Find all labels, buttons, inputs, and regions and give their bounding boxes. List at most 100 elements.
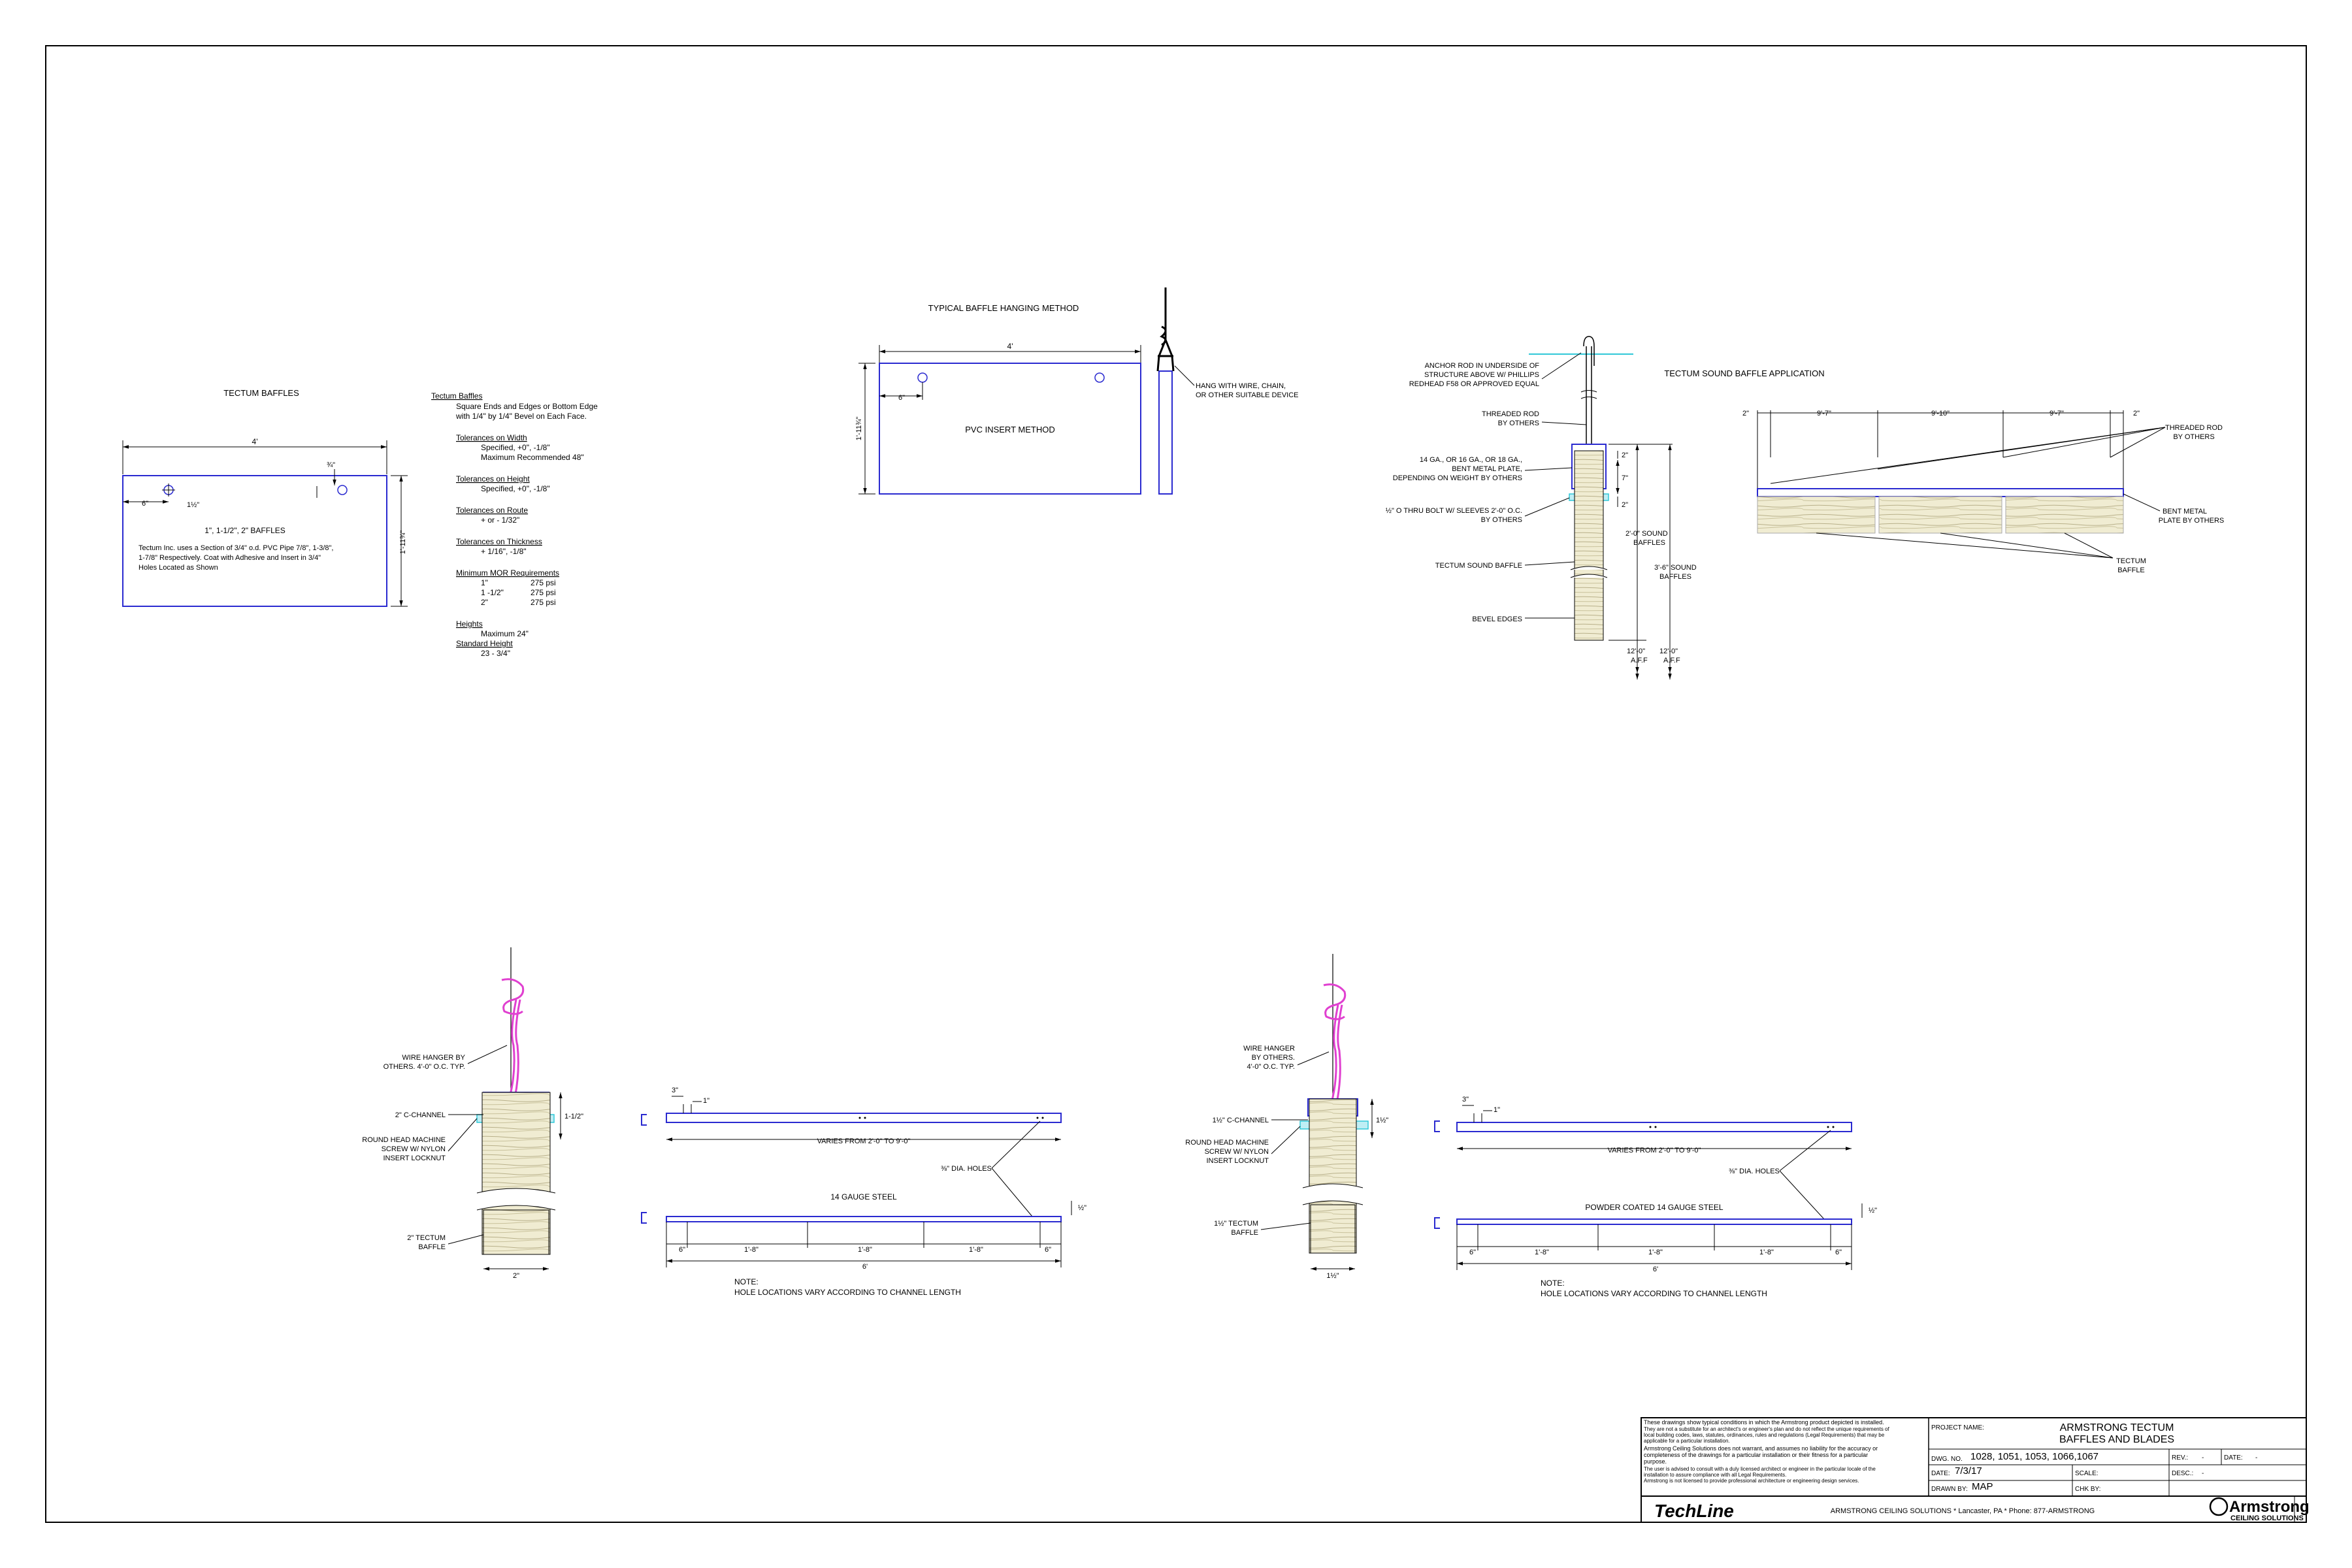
small-right-dim: 1" [703, 1097, 710, 1105]
armstrong-logo-mark [2209, 1497, 2229, 1516]
small-dim-3: 2" [1622, 501, 1628, 509]
right-label-rod-1: THREADED ROD [2165, 424, 2223, 432]
mor-row-1-size: 1" [481, 578, 488, 587]
disclaimer-9: installation to assure compliance with a… [1644, 1472, 1786, 1478]
c-channel-label: 2" C-CHANNEL [395, 1111, 446, 1119]
disclaimer-6: completeness of the drawings for a parti… [1644, 1452, 1868, 1458]
disclaimer-3: local building codes, laws, statutes, or… [1644, 1432, 1885, 1438]
project-name-label: PROJECT NAME: [1931, 1424, 1984, 1431]
spec-thickness-line-1: + 1/16", -1/8" [481, 547, 527, 556]
date-value: 7/3/17 [1955, 1465, 1982, 1477]
disclaimer-10: Armstrong is not licensed to provide pro… [1644, 1478, 1859, 1484]
rod-label-1: THREADED ROD [1482, 410, 1539, 418]
specs-heading: Tectum Baffles [431, 391, 482, 400]
wire-hanger-label-2: OTHERS. 4'-0" O.C. TYP. [384, 1063, 465, 1071]
hanging-title: TYPICAL BAFFLE HANGING METHOD [928, 303, 1079, 313]
disclaimer-5: Armstrong Ceiling Solutions does not war… [1644, 1445, 1878, 1452]
spec-height-heading: Tolerances on Height [456, 474, 530, 483]
channel-plan-2 [1456, 1218, 1852, 1225]
baffle-note-2: 1-7/8" Respectively. Coat with Adhesive … [139, 554, 321, 562]
sound-baffle [1574, 450, 1604, 641]
anchor-label-1: ANCHOR ROD IN UNDERSIDE OF [1425, 362, 1540, 370]
wire-hanger-2 [1323, 983, 1347, 1104]
total-dim: 6' [862, 1263, 868, 1271]
application-title: TECTUM SOUND BAFFLE APPLICATION [1664, 368, 1824, 378]
wire-hanger [501, 978, 525, 1099]
tectum-2in-label-1: 2" TECTUM [407, 1234, 446, 1242]
armstrong-logo: Armstrong [2229, 1498, 2310, 1516]
wire-hanger2-label-1: WIRE HANGER [1243, 1045, 1295, 1053]
hole-marker-right [337, 485, 348, 495]
anchor-label-2: STRUCTURE ABOVE W/ PHILLIPS [1424, 371, 1539, 379]
specs-intro-2: with 1/4" by 1/4" Bevel on Each Face. [455, 412, 587, 421]
anchor-label-3: REDHEAD F58 OR APPROVED EQUAL [1409, 380, 1539, 388]
armstrong-logo-sub: CEILING SOLUTIONS [2230, 1514, 2304, 1522]
plan-dim-2: 9'-7" [1817, 410, 1831, 417]
date2-label: DATE: [2224, 1454, 2243, 1462]
channel-elevation [666, 1113, 1062, 1123]
small-dim-1: 2" [1622, 451, 1628, 459]
baffle-height-dim: 1'-11¾" [399, 531, 407, 554]
plan-dim-5: 2" [2133, 410, 2140, 417]
hang-callout-1: HANG WITH WIRE, CHAIN, [1196, 382, 1286, 390]
aff-1-label: A.F.F [1631, 657, 1648, 664]
standard-height-heading: Standard Height [456, 639, 513, 648]
tectum15-label-2: BAFFLE [1231, 1229, 1258, 1237]
rev-label: REV.: [2172, 1454, 2188, 1462]
hole-dia-dim: 1½" [187, 501, 199, 509]
spec-width-line-2: Maximum Recommended 48" [481, 453, 584, 462]
baffle-caption: 1", 1-1/2", 2" BAFFLES [204, 526, 286, 535]
varies-label: VARIES FROM 2'-0" TO 9'-0" [817, 1137, 911, 1145]
plan-baffle-2 [1878, 496, 2002, 534]
half-dim: ½" [1078, 1204, 1086, 1212]
seg-dim-1: 6" [679, 1246, 685, 1254]
wire-hanger-label-1: WIRE HANGER BY [402, 1054, 465, 1062]
seg-dim-4: 1'-8" [969, 1246, 983, 1254]
plan-dim-1: 2" [1742, 410, 1749, 417]
note2-text: HOLE LOCATIONS VARY ACCORDING TO CHANNEL… [1541, 1289, 1767, 1298]
dim-3ft-2: BAFFLES [1659, 573, 1691, 581]
dim-3ft-1: 3'-6" SOUND [1654, 564, 1697, 572]
screw-label-2: SCREW W/ NYLON [382, 1145, 446, 1153]
side-dim-2: 1½" [1376, 1117, 1388, 1124]
small-top-dim: 3" [672, 1086, 678, 1094]
right-label-baffle-2: BAFFLE [2117, 566, 2145, 574]
tectum15-label-1: 1½" TECTUM [1214, 1220, 1258, 1228]
disclaimer-7: purpose. [1644, 1458, 1667, 1465]
spec-route-line-1: + or - 1/32" [481, 515, 519, 525]
wire-hook [1156, 287, 1175, 372]
steel-label: 14 GAUGE STEEL [830, 1192, 897, 1201]
heights-heading: Heights [456, 619, 483, 629]
mor-row-3-psi: 275 psi [531, 598, 556, 607]
note2-heading: NOTE: [1541, 1279, 1565, 1288]
aff-2-value: 12'-0" [1659, 647, 1678, 655]
disclaimer-2: They are not a substitute for an archite… [1644, 1426, 1890, 1432]
half-dim-2: ½" [1869, 1207, 1877, 1215]
project-name-1: ARMSTRONG TECTUM [2060, 1422, 2174, 1433]
hanging-method-section: TYPICAL BAFFLE HANGING METHOD 4' 6" 1'-1… [855, 287, 1299, 495]
channel-elevation-2 [1456, 1122, 1852, 1132]
date-label: DATE: [1931, 1470, 1950, 1477]
desc-label: DESC.: [2172, 1470, 2193, 1477]
seg2-dim-5: 6" [1835, 1249, 1842, 1256]
spec-height-line-1: Specified, +0", -1/8" [481, 484, 550, 493]
plan-baffle-3 [2005, 496, 2124, 534]
plan-dim-4: 9'-7" [2050, 410, 2064, 417]
small-right-dim-2: 1" [1494, 1106, 1500, 1114]
mor-row-2-psi: 275 psi [531, 588, 556, 597]
spec-width-heading: Tolerances on Width [456, 433, 527, 442]
rod-label-2: BY OTHERS [1498, 419, 1539, 427]
chk-label: CHK BY: [2075, 1486, 2100, 1493]
baffle-width-dim: 4' [252, 437, 258, 446]
right-label-plate-2: PLATE BY OTHERS [2159, 517, 2224, 525]
seg2-dim-2: 1'-8" [1535, 1249, 1549, 1256]
side-dim: 1-1/2" [564, 1113, 583, 1120]
hanging-offset-dim: 6" [898, 394, 905, 402]
spec-route-heading: Tolerances on Route [456, 506, 528, 515]
standard-height-line: 23 - 3/4" [481, 649, 510, 658]
application-section: TECTUM SOUND BAFFLE APPLICATION ANCHOR R… [1386, 336, 2224, 679]
detail-14-gauge: 1-1/2" 2" WIRE HANGER BY OTHERS. 4'-0" O… [362, 947, 1086, 1297]
dwg-value: 1028, 1051, 1053, 1066,1067 [1970, 1451, 2099, 1462]
baffle-note-3: Holes Located as Shown [139, 564, 218, 572]
